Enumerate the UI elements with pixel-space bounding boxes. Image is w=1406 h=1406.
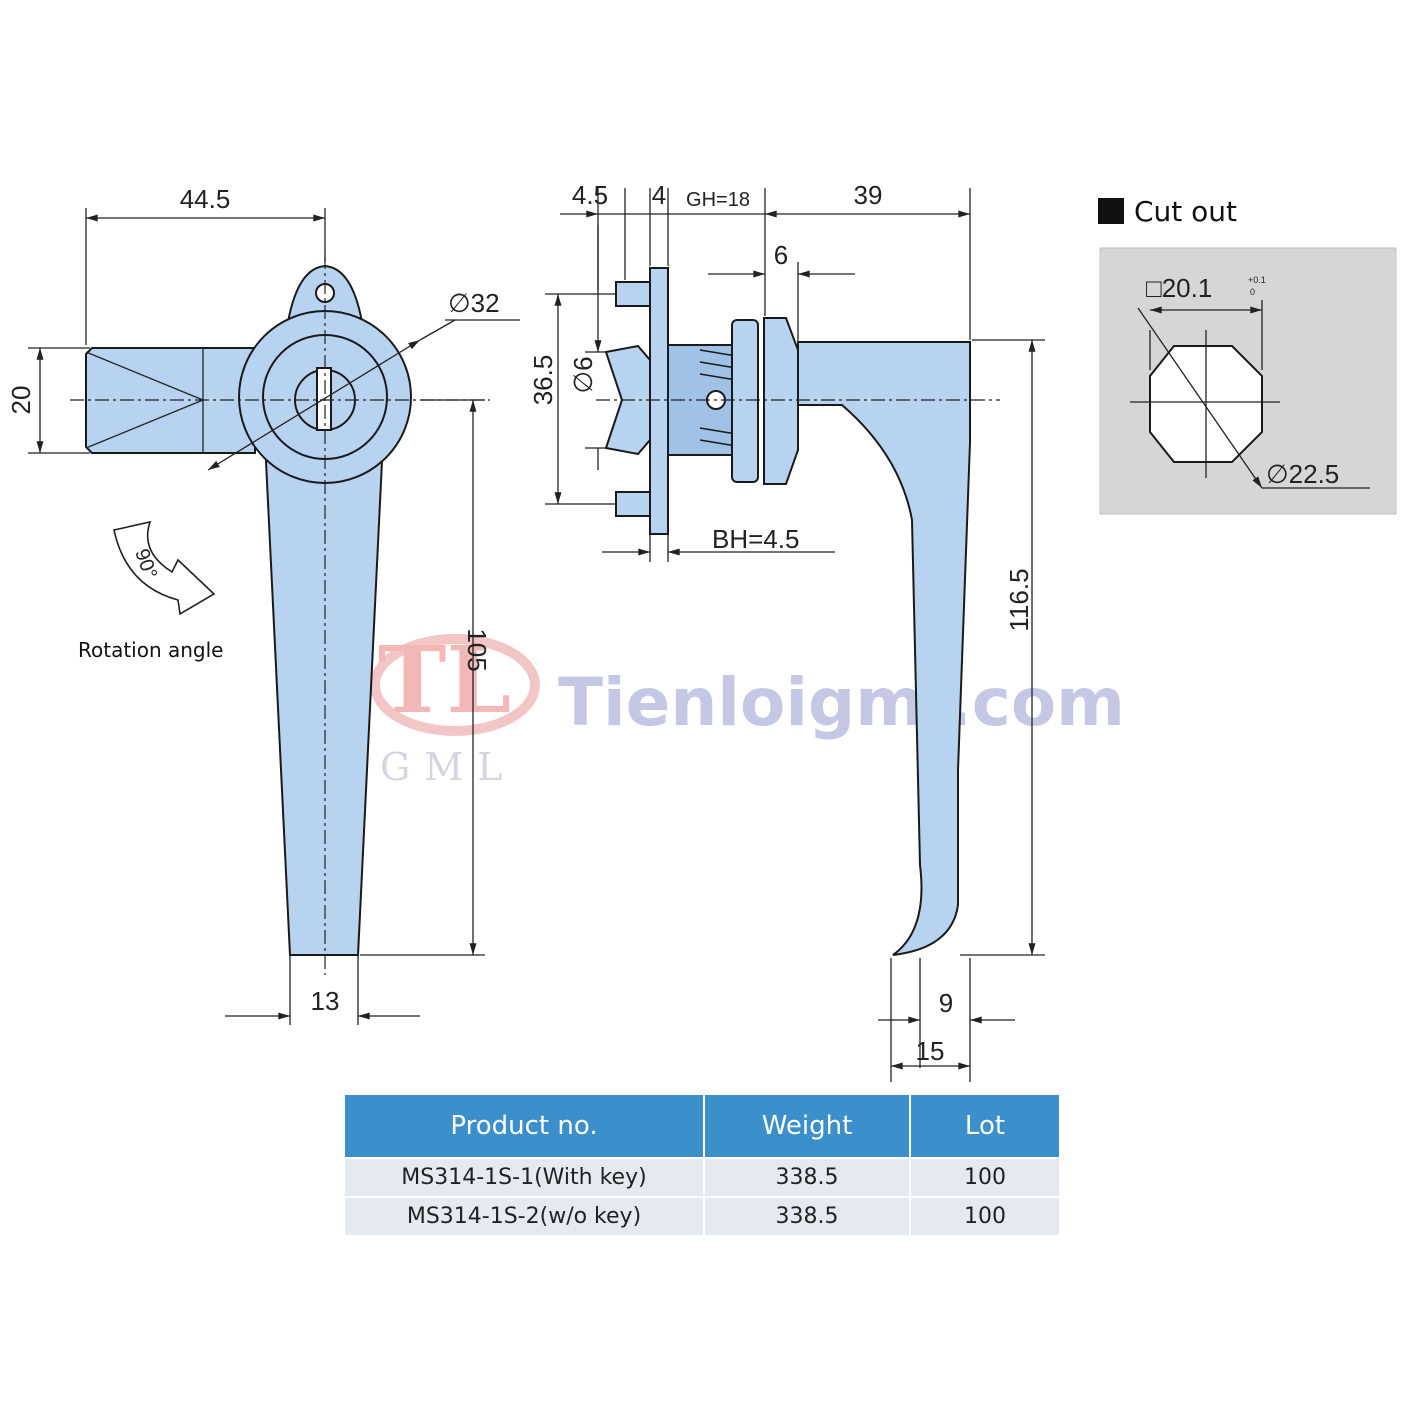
dim-d1: 4.5 [572, 180, 608, 210]
dim-hole-spacing: 36.5 [528, 355, 558, 406]
dim-d2: 4 [652, 180, 666, 210]
side-view: 4.5 4 GH=18 39 6 36.5 ∅6 BH=4.5 116.5 [528, 180, 1045, 1082]
watermark-logo-ring [370, 634, 540, 736]
cell-lot: 100 [910, 1196, 1059, 1235]
header-weight: Weight [704, 1095, 911, 1158]
cutout-tolerance-upper: +0.1 [1248, 275, 1266, 285]
rotation-arrow [113, 520, 216, 616]
front-view: 44.5 20 ∅32 105 13 90° Rotation angle [6, 184, 520, 1025]
cutout-title: Cut out [1134, 195, 1237, 228]
cutout-tolerance-lower: 0 [1250, 287, 1255, 297]
cell-product-no: MS314-1S-2(w/o key) [345, 1196, 705, 1235]
cell-lot: 100 [910, 1157, 1059, 1197]
watermark-logo-sub: GML [380, 745, 517, 789]
rotation-angle-label: Rotation angle [78, 638, 224, 662]
stud-top [615, 281, 651, 307]
watermark-logo-letters: TL [378, 626, 511, 734]
dim-handle-tip: 13 [311, 986, 340, 1016]
dim-width-total: 44.5 [180, 184, 231, 214]
handle-side [797, 341, 971, 956]
cell-weight: 338.5 [704, 1196, 911, 1235]
back-plate [649, 267, 669, 535]
spec-table: Product no. Weight Lot MS314-1S-1(With k… [345, 1095, 1059, 1235]
table-row: MS314-1S-2(w/o key) 338.5 100 [345, 1196, 1059, 1235]
header-lot: Lot [910, 1095, 1059, 1158]
dim-nut: 6 [774, 240, 788, 270]
table-header-row: Product no. Weight Lot [345, 1095, 1059, 1158]
dim-reach: 39 [854, 180, 883, 210]
dim-bh: BH=4.5 [712, 524, 799, 554]
cutout-diameter: ∅22.5 [1266, 459, 1339, 489]
dim-height: 116.5 [1004, 568, 1034, 631]
watermark-site: Tienloigml.com [558, 664, 1125, 741]
cell-weight: 338.5 [704, 1157, 911, 1197]
table-row: MS314-1S-1(With key) 338.5 100 [345, 1157, 1059, 1197]
dim-tip: 9 [939, 988, 953, 1018]
lever-handle [262, 419, 386, 956]
dim-lock-diameter: ∅32 [448, 288, 500, 318]
dim-pin-diameter: ∅6 [568, 356, 598, 393]
bezel [763, 317, 799, 485]
header-product-no: Product no. [345, 1095, 705, 1158]
dim-tip-total: 15 [916, 1036, 945, 1066]
dim-bolt-height: 20 [6, 386, 36, 415]
dim-handle-length: 105 [462, 628, 492, 671]
dim-gh: GH=18 [686, 189, 750, 211]
cutout-section: Cut out □20.1 +0.1 0 ∅22.5 [1098, 195, 1397, 515]
hex-nut [731, 319, 759, 483]
cutout-square-size: □20.1 [1146, 273, 1212, 303]
cell-product-no: MS314-1S-1(With key) [345, 1157, 705, 1197]
cutout-title-square [1098, 198, 1124, 224]
stud-bottom [615, 491, 651, 517]
